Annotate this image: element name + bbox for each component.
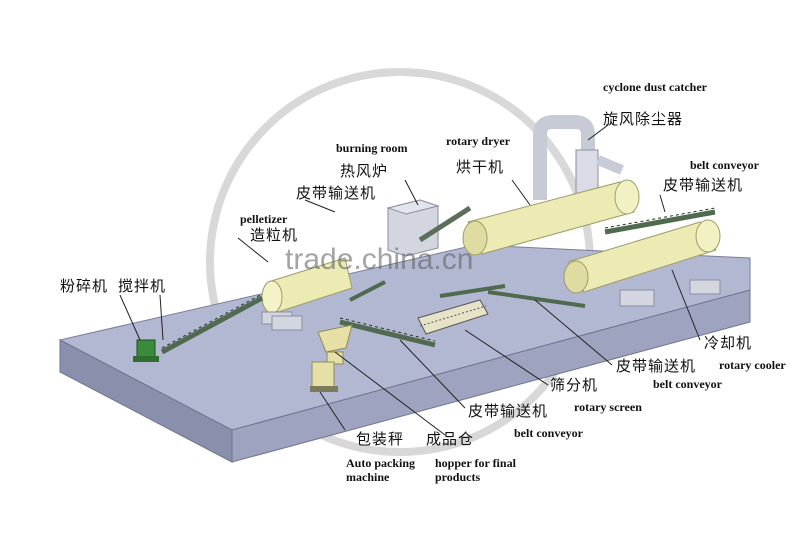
- support-block: [689, 279, 721, 295]
- mixer-label-zh: 搅拌机: [118, 277, 167, 295]
- cyclone-label-en: cyclone dust catcher: [603, 80, 707, 94]
- belt-top-label-en: belt conveyor: [690, 158, 759, 172]
- dryer-label-zh: 烘干机: [456, 158, 505, 176]
- support-block: [619, 289, 655, 307]
- screen-label-zh: 筛分机: [550, 376, 599, 394]
- cooler-label-zh: 冷却机: [704, 334, 753, 352]
- belt-bottom-label-en: belt conveyor: [514, 426, 583, 440]
- belt-conveyor-to-dryer: [418, 205, 472, 243]
- belt-conveyor-right: [487, 290, 586, 308]
- belt-right-label-en: belt conveyor: [653, 377, 722, 391]
- cooler-label-en: rotary cooler: [719, 358, 786, 372]
- dryer-label-en: rotary dryer: [446, 134, 511, 148]
- leader-lines: [119, 124, 701, 436]
- watermark-text: trade.china.cn: [285, 243, 474, 276]
- rotary-dryer: [462, 179, 640, 256]
- crusher-label-zh: 粉碎机: [60, 277, 109, 295]
- packing-label-en: Auto packing machine: [346, 456, 416, 484]
- packing-machine: [310, 361, 338, 392]
- belt-conveyor-top: [604, 207, 716, 235]
- belt-right-label-zh: 皮带输送机: [616, 357, 697, 375]
- belt-top-label-zh: 皮带输送机: [663, 176, 744, 194]
- hopper-label-zh: 成品仓: [426, 430, 475, 448]
- burning-room-label-zh: 热风炉: [340, 162, 389, 180]
- packing-label-zh: 包装秤: [356, 430, 405, 448]
- hopper-label-en: hopper for final products: [435, 456, 516, 484]
- belt-conveyor-bottom: [339, 317, 436, 348]
- belt-conveyor-short: [349, 280, 386, 302]
- rotary-cooler: [563, 219, 721, 294]
- belt-left-label-zh: 皮带输送机: [296, 184, 377, 202]
- pelletizer-label-en: pelletizer: [240, 212, 288, 226]
- belt-bottom-label-zh: 皮带输送机: [468, 402, 549, 420]
- rotary-screen: [417, 284, 506, 335]
- cyclone-label-zh: 旋风除尘器: [603, 110, 684, 128]
- crusher: [133, 339, 159, 362]
- support-block: [271, 315, 303, 331]
- belt-conveyor-left: [160, 293, 264, 355]
- pelletizer-label-zh: 造粒机: [250, 226, 299, 244]
- burning-room-label-en: burning room: [336, 141, 408, 155]
- screen-label-en: rotary screen: [574, 400, 642, 414]
- burning-room: [386, 199, 440, 257]
